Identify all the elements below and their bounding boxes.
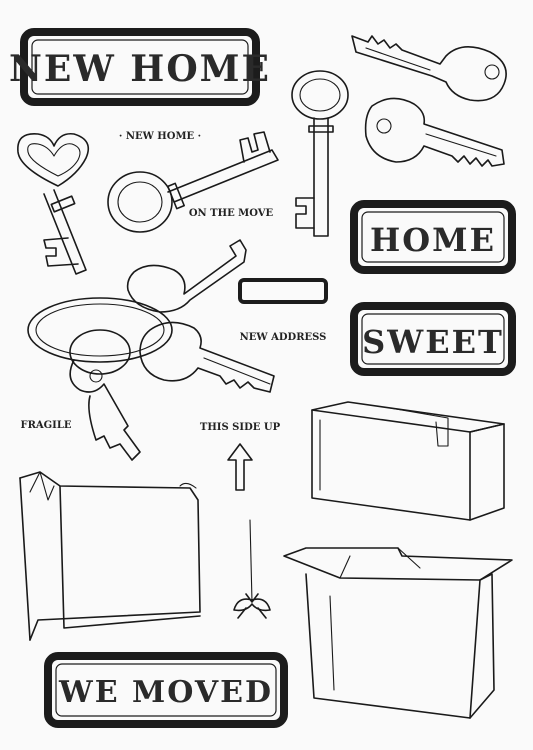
key-ring-icon [27,239,275,461]
open-box-icon [283,547,513,719]
arrow-up-icon [227,443,253,491]
new-home-small-label: · NEW HOME · [119,131,201,142]
sweet-title: SWEET [362,323,504,361]
new-home-title: NEW HOME [9,48,271,90]
key-icon [351,35,507,102]
on-the-move-label: ON THE MOVE [189,208,274,219]
box-icon [311,401,505,521]
we-moved-title: WE MOVED [58,675,273,710]
key-icon [17,132,90,275]
home-frame-stamp: HOME [350,200,516,274]
new-address-label: NEW ADDRESS [240,332,327,343]
bag-icon [19,471,201,641]
home-title: HOME [370,221,496,259]
we-moved-frame-stamp: WE MOVED [44,652,288,728]
key-icon [291,70,349,237]
arrow-down-icon [233,519,271,619]
this-side-up-label: THIS SIDE UP [200,422,281,433]
blank-label-stamp [238,278,328,304]
sweet-frame-stamp: SWEET [350,302,516,376]
fragile-label: FRAGILE [20,420,71,431]
new-home-frame-stamp: NEW HOME [9,28,271,106]
key-icon [107,131,279,233]
key-icon [364,97,505,167]
